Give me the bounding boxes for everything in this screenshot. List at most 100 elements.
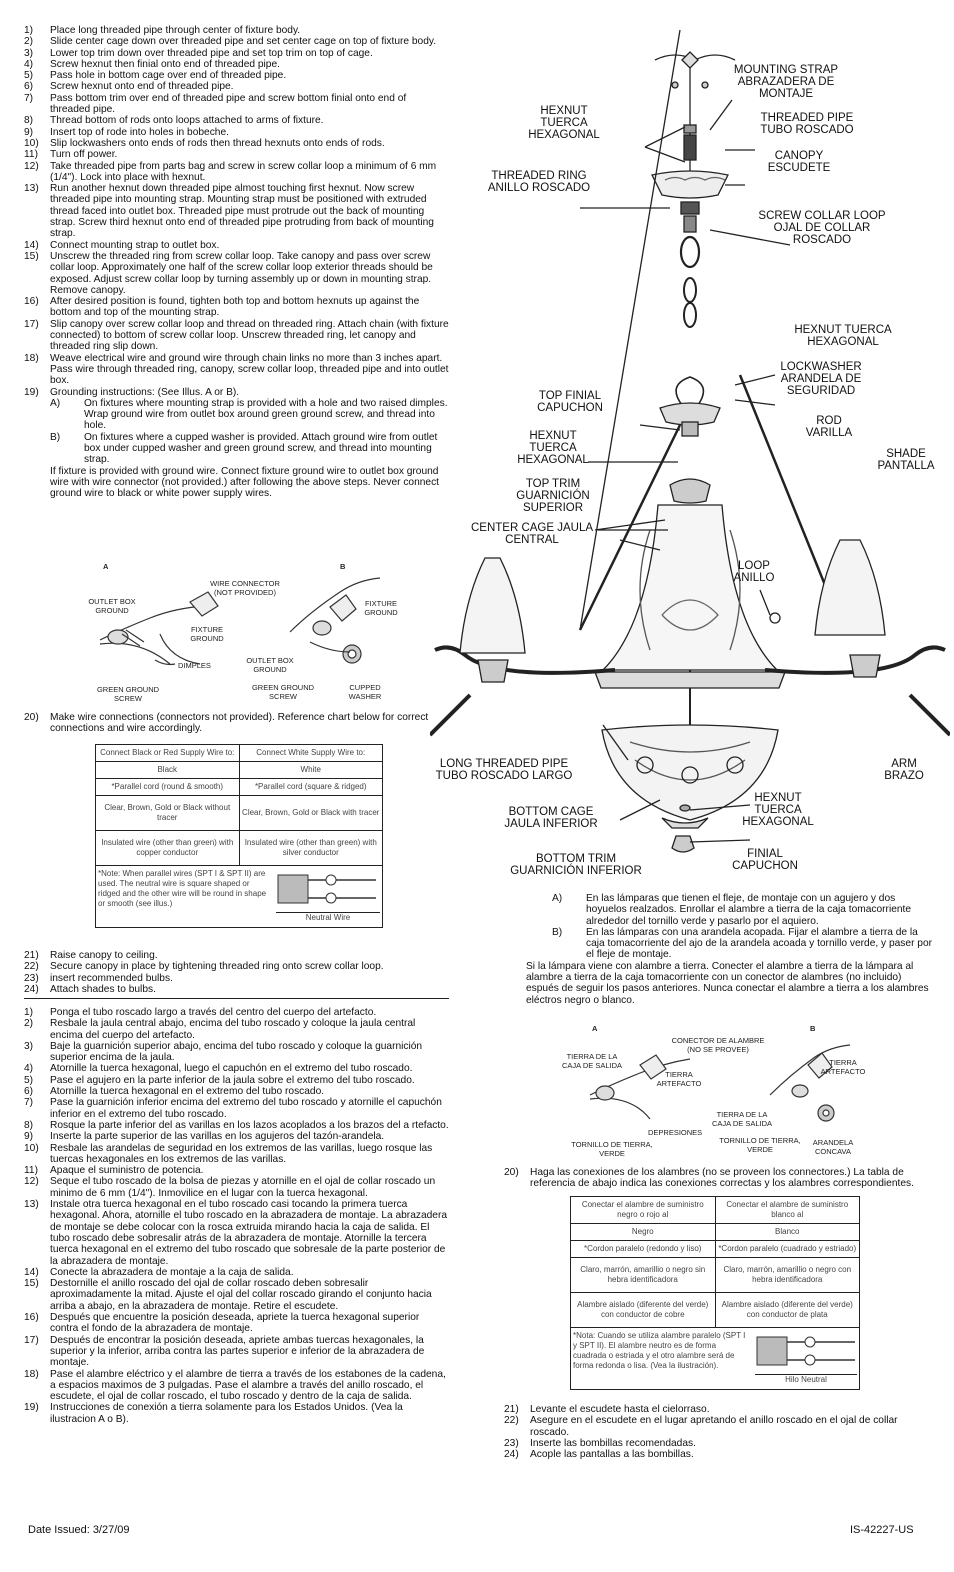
instruction-step: 14)Connect mounting strap to outlet box. [24,240,449,251]
instruction-step: 12)Seque el tubo roscado de la bolsa de … [24,1176,449,1199]
instruction-step: 9)Inserte la parte superior de las varil… [24,1131,449,1142]
step-number: 3) [24,1040,34,1052]
step-number: 6) [24,1086,34,1098]
step-number: 11) [24,1165,38,1177]
step-number: 4) [24,58,34,70]
outlet-box-ground-label: OUTLET BOX GROUND [88,597,136,615]
illus-b-label-es: B [810,1024,816,1033]
dimples-label-es: DEPRESIONES [648,1128,703,1137]
table-cell: Negro [570,1223,716,1241]
step-number: 13) [24,1199,39,1211]
label-bottom-cage: BOTTOM CAGE JAULA INFERIOR [504,806,598,830]
label-hexnut-bottom: HEXNUT TUERCA HEXAGONAL [742,792,814,828]
label-hexnut-right: HEXNUT TUERCA HEXAGONAL [794,324,892,348]
step-text: Slide center cage down over threaded pip… [50,36,437,48]
step-number: 9) [24,1131,34,1143]
table-cell: Clear, Brown, Gold or Black without trac… [95,795,240,831]
label-shade: SHADE PANTALLA [877,448,935,472]
step-text: Insert top of rode into holes in bobeche… [50,126,229,138]
instruction-step: 23)insert recommended bulbs. [24,973,449,984]
spanish-ground-note: Si la lámpara viene con alambre a tierra… [526,960,929,1006]
spanish-grounding-illustration: A B CONECTOR DE ALAMBRE (NO SE PROVEE) T… [560,1024,870,1160]
grounding-diagram-svg-es [589,1044,851,1122]
step-number: 6) [24,81,34,93]
step-number: A) [50,397,61,409]
instruction-step: 17)Slip canopy over screw collar loop an… [24,319,449,353]
step-text: Weave electrical wire and ground wire th… [50,352,449,387]
instruction-step: 7)Pase la guarnición inferior encima del… [24,1097,449,1120]
step-text: En las lámparas que tienen el fleje, de … [586,893,912,927]
table-cell: Clear, Brown, Gold or Black with tracer [238,795,383,831]
instruction-step: 10)Resbale las arandelas de seguridad en… [24,1143,449,1166]
step-number: A) [552,893,563,904]
step-text: Place long threaded pipe through center … [50,25,301,36]
table-cell: Claro, marrón, amarillio o negro sin heb… [570,1257,716,1293]
dimples-label: DIMPLES [178,661,211,670]
label-bottom-trim: BOTTOM TRIM GUARNICIÓN INFERIOR [510,853,642,877]
step-number: 23) [504,1437,519,1449]
step-text: insert recommended bulbs. [50,972,173,984]
table-cell: Alambre aislado (diferente del verde) co… [714,1292,860,1328]
step-text: After desired position is found, tighten… [50,296,420,319]
neutral-wire-illustration [277,874,376,904]
instruction-step: 1)Ponga el tubo roscado largo a través d… [24,1007,449,1018]
step-number: 18) [24,1368,39,1380]
step-number: 13) [24,183,39,195]
table-cell: White [238,761,383,779]
neutral-wire-label-es: Hilo Neutral [755,1374,857,1385]
table-cell: Insulated wire (other than green) with s… [238,830,383,866]
english-step-20: 20)Make wire connections (connectors not… [24,712,449,735]
instruction-step: 24)Attach shades to bulbs. [24,984,449,995]
step-number: 10) [24,137,39,149]
step-text: Pass hole in bottom cage over end of thr… [50,70,287,82]
instruction-step: 5) Pase el agujero en la parte inferior d… [24,1075,449,1086]
label-finial: FINIAL CAPUCHON [732,848,798,872]
english-grounding-illustration: A B WIRE CONNECTOR (NOT PROVIDED) OUTLET… [60,562,400,707]
green-ground-screw-label: GREEN GROUND SCREW [96,685,160,703]
label-top-finial: TOP FINIAL CAPUCHON [537,390,603,414]
step-number: 21) [24,950,39,961]
instruction-step: 12)Take threaded pipe from parts bag and… [24,161,449,184]
step-number: 14) [24,239,39,251]
english-instructions: 1) Place long threaded pipe through cente… [24,25,449,499]
step-number: 18) [24,352,39,364]
table-note: *Note: When parallel wires (SPT I & SPT … [98,869,267,908]
step-number: 12) [24,160,39,172]
instruction-step: 3) Baje la guarnición superior abajo, enc… [24,1041,449,1064]
step-number: 17) [24,318,39,330]
label-threaded-ring: THREADED RING ANILLO ROSCADO [487,170,591,194]
step-text: Ponga el tubo roscado largo a través del… [50,1007,377,1018]
english-steps-list: 1) Place long threaded pipe through cente… [24,25,449,398]
cupped-washer-label-es: ARANDELA CONCAVA [812,1138,854,1156]
step-number: 5) [24,1074,34,1086]
table-note-es: *Nota: Cuando se utiliza alambre paralel… [573,1331,746,1370]
step-number: 3) [24,47,34,59]
instruction-step: 13)Run another hexnut down threaded pipe… [24,183,449,239]
label-top-trim: TOP TRIM GUARNICIÓN SUPERIOR [516,478,590,514]
fixture-ground-label: FIXTURE GROUND [190,625,224,643]
step-text: Baje la guarnición superior abajo, encim… [50,1040,423,1064]
step-text: Pass bottom trim over end of threaded pi… [50,92,407,116]
step-number: 1) [24,25,34,36]
green-ground-screw-b-label-es: TORNILLO DE TIERRA, VERDE [719,1136,801,1154]
label-hexnut-top: HEXNUT TUERCA HEXAGONAL [528,105,600,141]
step-number: 20) [504,1167,519,1178]
illus-a-label: A [103,562,109,571]
label-long-threaded-pipe: LONG THREADED PIPE TUBO ROSCADO LARGO [435,758,573,782]
step-text: Pase el agujero en la parte inferior de … [50,1074,415,1086]
label-center-cage: CENTER CAGE JAULA CENTRAL [470,522,594,546]
spanish-grounding-options: A) En las lámparas que tienen el fleje, d… [526,893,936,961]
instruction-step: B)On fixtures where a cupped washer is p… [24,432,449,466]
step-number: 8) [24,1119,34,1131]
instruction-step: 22)Asegure en el escudete en el lugar ap… [504,1415,929,1438]
step-text: Atornille la tuerca hexagonal en el extr… [50,1086,325,1098]
table-note-box-es: *Nota: Cuando se utiliza alambre paralel… [570,1328,860,1390]
table-note-box: *Note: When parallel wires (SPT I & SPT … [95,866,383,928]
step-number: 7) [24,92,34,104]
instruction-step: 2)Slide center cage down over threaded p… [24,36,449,47]
step-text: Make wire connections (connectors not pr… [50,712,429,735]
step-number: 2) [24,1018,34,1030]
step-number: 4) [24,1063,34,1075]
cupped-washer-label: CUPPED WASHER [348,683,382,701]
label-canopy: CANOPY ESCUDETE [767,150,831,174]
